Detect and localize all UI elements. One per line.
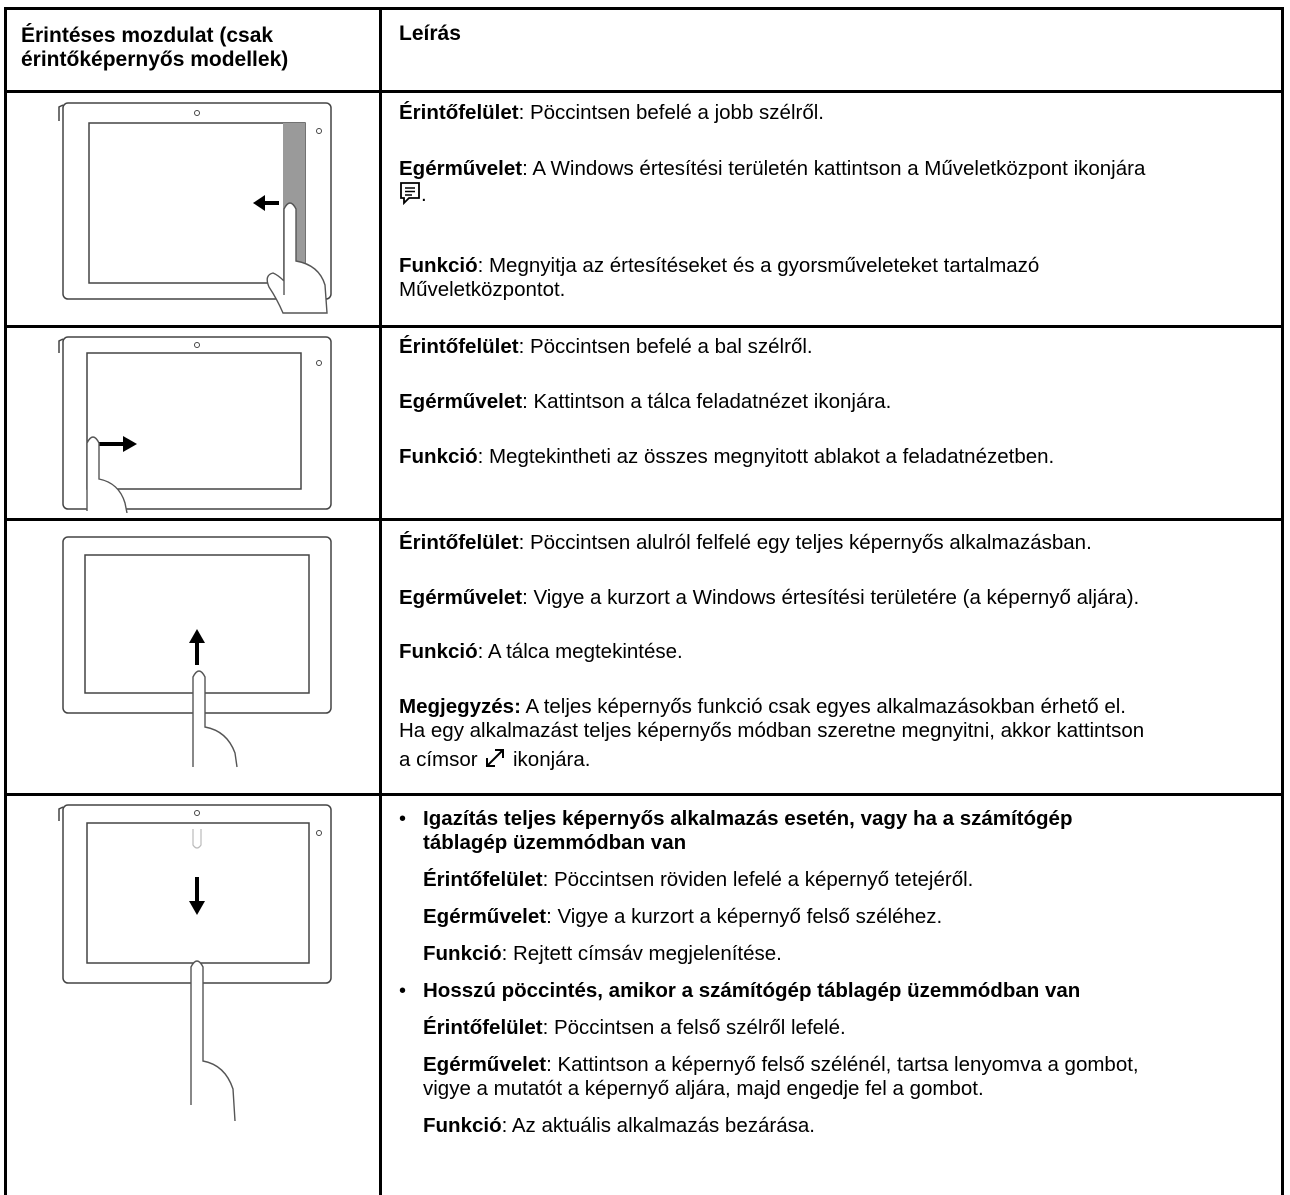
swipe-up-illustration: [62, 536, 332, 768]
note-line-2: Ha egy alkalmazást teljes képernyős módb…: [399, 719, 1145, 742]
label: Egérművelet: [423, 1053, 547, 1076]
text: : Pöccintsen röviden lefelé a képernyő t…: [542, 868, 974, 891]
label: Egérművelet: [423, 905, 547, 928]
action-center-icon-line: .: [399, 181, 1283, 207]
function-line: Funkció: A tálca megtekintése.: [399, 640, 1283, 664]
text: : Kattintson a képernyő felső szélénél, …: [546, 1053, 1139, 1076]
bullet: •: [399, 808, 407, 830]
text: : A tálca megtekintése.: [477, 640, 683, 663]
header-gesture-line: érintőképernyős modellek): [21, 48, 289, 71]
label: Egérművelet: [399, 390, 523, 413]
bullet: •: [399, 980, 407, 1002]
text: : Az aktuális alkalmazás bezárása.: [501, 1114, 815, 1137]
note-label: Megjegyzés:: [399, 695, 521, 718]
header-description: Leírás: [399, 22, 461, 45]
note-line-1: Megjegyzés: A teljes képernyős funkció c…: [399, 695, 1283, 719]
touch-line: Érintőfelület: Pöccintsen alulról felfel…: [399, 531, 1283, 555]
row-swipe-up-description: Érintőfelület: Pöccintsen alulról felfel…: [399, 531, 1283, 791]
mouse-line: Egérművelet: Vigye a kurzort a Windows é…: [399, 586, 1283, 610]
label: Funkció: [423, 1114, 502, 1137]
label: Érintőfelület: [423, 868, 543, 891]
text: : Pöccintsen alulról felfelé egy teljes …: [518, 531, 1092, 554]
swipe-down-illustration: [58, 804, 332, 1122]
label: Érintőfelület: [399, 531, 519, 554]
swipe-left-edge-illustration: [58, 336, 332, 513]
label: Érintőfelület: [399, 335, 519, 358]
header-gesture-line: Érintéses mozdulat (csak: [21, 24, 274, 47]
table-top-border: [7, 7, 1281, 10]
touch-line: Érintőfelület: Pöccintsen befelé a jobb …: [399, 101, 1283, 125]
touch-line: Érintőfelület: Pöccintsen befelé a bal s…: [399, 335, 1283, 359]
note-line-3: a címsor ikonjára.: [399, 746, 1283, 772]
column-divider: [379, 7, 382, 1195]
text: : Pöccintsen befelé a jobb szélről.: [518, 101, 824, 124]
period: .: [421, 183, 427, 206]
bullet1-title: Igazítás teljes képernyős alkalmazás ese…: [423, 807, 1283, 855]
row-divider: [7, 793, 1281, 796]
function-line: Funkció: Az aktuális alkalmazás bezárása…: [423, 1114, 1290, 1138]
label: Funkció: [399, 640, 478, 663]
text: a címsor: [399, 748, 484, 771]
action-center-icon: [400, 182, 420, 205]
title-line: Igazítás teljes képernyős alkalmazás ese…: [423, 807, 1073, 830]
gesture-table: Érintéses mozdulat (csak érintőképernyős…: [4, 7, 1284, 1195]
label: Egérművelet: [399, 586, 523, 609]
label: Funkció: [399, 445, 478, 468]
function-line-cont: Műveletközpontot.: [399, 278, 566, 301]
text: : Megnyitja az értesítéseket és a gyorsm…: [477, 254, 1040, 277]
mouse-line: Egérművelet: Vigye a kurzort a képernyő …: [423, 905, 1290, 929]
row-divider: [7, 325, 1281, 328]
bullet2-title: Hosszú pöccintés, amikor a számítógép tá…: [423, 979, 1081, 1002]
text: : Vigye a kurzort a képernyő felső szélé…: [546, 905, 943, 928]
label: Funkció: [423, 942, 502, 965]
row-swipe-right-description: Érintőfelület: Pöccintsen befelé a jobb …: [399, 101, 1283, 321]
label: Funkció: [399, 254, 478, 277]
function-line: Funkció: Rejtett címsáv megjelenítése.: [423, 942, 1290, 966]
row-divider: [7, 90, 1281, 93]
row-swipe-down-description: • Igazítás teljes képernyős alkalmazás e…: [399, 807, 1283, 1187]
text: : Kattintson a tálca feladatnézet ikonjá…: [522, 390, 892, 413]
row-swipe-left-description: Érintőfelület: Pöccintsen befelé a bal s…: [399, 335, 1283, 515]
fullscreen-arrow-icon: [486, 749, 505, 767]
row-divider: [7, 518, 1281, 521]
title-line: táblagép üzemmódban van: [423, 831, 687, 854]
function-line: Funkció: Megnyitja az értesítéseket és a…: [399, 254, 1283, 278]
mouse-line-cont: vigye a mutatót a képernyő aljára, majd …: [423, 1077, 984, 1100]
label: Egérművelet: [399, 157, 523, 180]
mouse-line: Egérművelet: Kattintson a tálca feladatn…: [399, 390, 1283, 414]
text: : Pöccintsen a felső szélről lefelé.: [542, 1016, 846, 1039]
text: A teljes képernyős funkció csak egyes al…: [520, 695, 1126, 718]
text: : A Windows értesítési területén kattint…: [522, 157, 1146, 180]
mouse-line: Egérművelet: Kattintson a képernyő felső…: [423, 1053, 1290, 1077]
swipe-right-edge-illustration: [58, 102, 332, 314]
text: : Megtekintheti az összes megnyitott abl…: [477, 445, 1055, 468]
label: Érintőfelület: [423, 1016, 543, 1039]
touch-line: Érintőfelület: Pöccintsen röviden lefelé…: [423, 868, 1290, 892]
text: : Vigye a kurzort a Windows értesítési t…: [522, 586, 1140, 609]
header-gesture: Érintéses mozdulat (csak érintőképernyős…: [21, 24, 371, 72]
text: ikonjára.: [507, 748, 591, 771]
text: : Rejtett címsáv megjelenítése.: [501, 942, 782, 965]
touch-line: Érintőfelület: Pöccintsen a felső szélrő…: [423, 1016, 1290, 1040]
text: : Pöccintsen befelé a bal szélről.: [518, 335, 813, 358]
label: Érintőfelület: [399, 101, 519, 124]
function-line: Funkció: Megtekintheti az összes megnyit…: [399, 445, 1283, 469]
mouse-line: Egérművelet: A Windows értesítési terüle…: [399, 157, 1283, 181]
